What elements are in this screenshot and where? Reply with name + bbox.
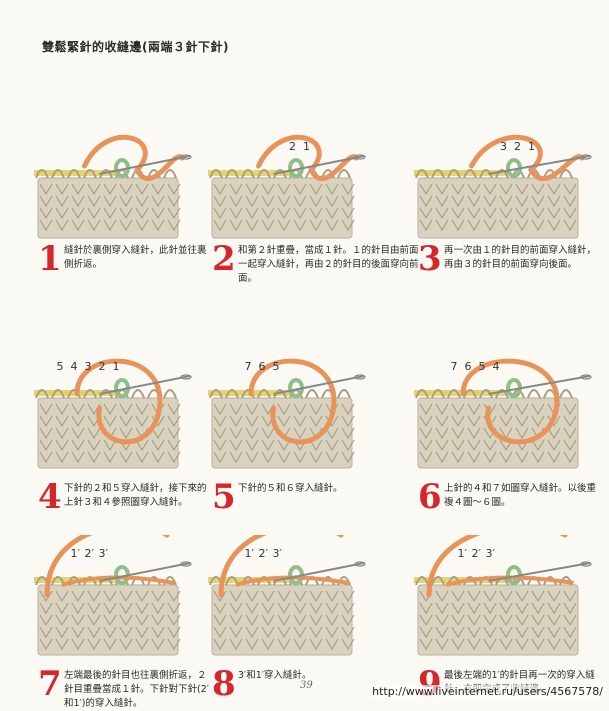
step-8-stitch-label: 2′ bbox=[259, 547, 269, 560]
step-5-stitch-label: 6 bbox=[259, 360, 266, 373]
step-5-stitch-label: 5 bbox=[273, 360, 280, 373]
step-5-number: 5 bbox=[212, 477, 236, 517]
step-2-caption: 和第２針重疊，當成１針。１的針目由前面一起穿入縫針，再由２的針目的後面穿向前面。 bbox=[238, 245, 419, 284]
step-6-number: 6 bbox=[418, 477, 442, 517]
step-6-stitch-label: 7 bbox=[451, 360, 458, 373]
step-6-stitch-label: 4 bbox=[493, 360, 500, 373]
step-9-stitch-label: 3′ bbox=[486, 547, 496, 560]
step-7-stitch-label: 1′ bbox=[71, 547, 81, 560]
step-7-number: 7 bbox=[38, 664, 62, 704]
step-6-stitch-label: 5 bbox=[479, 360, 486, 373]
step-8-stitch-label: 3′ bbox=[273, 547, 283, 560]
step-7-caption: 左端最後的針目也往裏側折返，２針目重疊當成１針。下針對下針(2′和1′)的穿入縫… bbox=[64, 670, 209, 709]
step-4-caption: 下針的２和５穿入縫針，接下來的上針３和４參照圖穿入縫針。 bbox=[64, 483, 207, 508]
step-8-illustration: 1′ 2′ 3′ bbox=[208, 535, 366, 656]
step-1-number: 1 bbox=[38, 239, 62, 279]
step-3-stitch-label: 3 bbox=[500, 140, 507, 153]
watermark-url: http://www.liveinternet.ru/users/4567578… bbox=[370, 685, 605, 698]
step-8-number: 8 bbox=[212, 664, 236, 704]
page-title: 雙鬆緊針的收縫邊(兩端３針下針) bbox=[42, 40, 229, 54]
step-3-caption: 再一次由１的針目的前面穿入縫針，再由３的針目的前面穿向後面。 bbox=[444, 245, 597, 270]
step-3-stitch-label: 2 bbox=[514, 140, 521, 153]
step-9-stitch-label: 1′ bbox=[458, 547, 468, 560]
step-1-illustration bbox=[34, 134, 192, 239]
step-4-stitch-label: 4 bbox=[71, 360, 78, 373]
page-number: 39 bbox=[300, 680, 313, 691]
step-3-number: 3 bbox=[418, 239, 442, 279]
step-3-stitch-label: 1 bbox=[528, 140, 535, 153]
step-4-stitch-label: 5 bbox=[57, 360, 64, 373]
step-2-number: 2 bbox=[212, 239, 236, 279]
step-4-stitch-label: 3 bbox=[85, 360, 92, 373]
step-5-caption: 下針的５和６穿入縫針。 bbox=[238, 483, 343, 494]
step-4-stitch-label: 1 bbox=[113, 360, 120, 373]
step-9-illustration: 1′ 2′ 3′ bbox=[414, 535, 592, 656]
step-7-illustration: 1′ 2′ 3′ bbox=[34, 535, 192, 656]
step-1-caption: 縫針於裏側穿入縫針，此針並往裏側折返。 bbox=[64, 245, 207, 270]
step-7-stitch-label: 2′ bbox=[85, 547, 95, 560]
step-7-stitch-label: 3′ bbox=[99, 547, 109, 560]
step-5-stitch-label: 7 bbox=[245, 360, 252, 373]
step-9-stitch-label: 2′ bbox=[472, 547, 482, 560]
step-2-stitch-label: 2 bbox=[289, 140, 296, 153]
step-8-caption: 3′和1′穿入縫針。 bbox=[238, 670, 312, 681]
step-4-number: 4 bbox=[38, 477, 62, 517]
step-8-stitch-label: 1′ bbox=[245, 547, 255, 560]
step-6-stitch-label: 6 bbox=[465, 360, 472, 373]
step-2-stitch-label: 1 bbox=[303, 140, 310, 153]
step-6-caption: 上針的４和７如圖穿入縫針。以後重複４圖～６圖。 bbox=[444, 483, 597, 508]
step-4-stitch-label: 2 bbox=[99, 360, 106, 373]
